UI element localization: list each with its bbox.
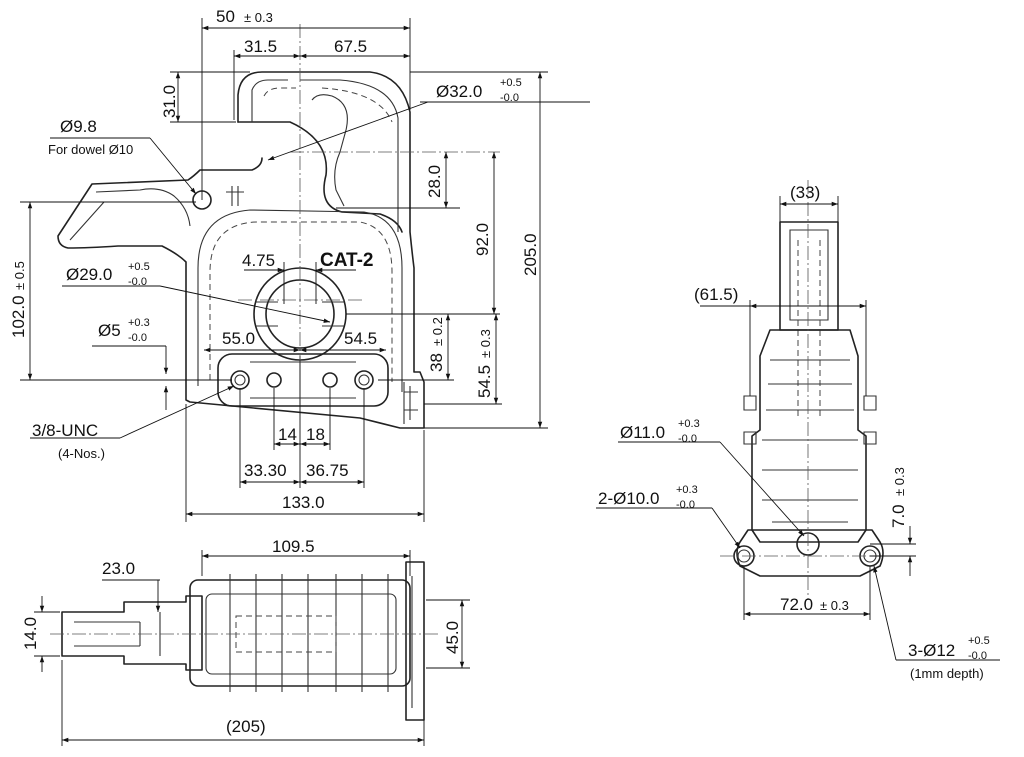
dim-205: 205.0 [521,233,540,276]
side-view: (33) (61.5) Ø11.0 +0.3 -0.0 2-Ø10.0 +0.3… [596,180,1000,681]
hole-11-label: Ø11.0 [620,423,665,442]
dim-54-5-height: 54.5 [475,365,494,398]
bore-slot [256,301,344,327]
bolt-hole-3 [322,372,338,388]
front-centerlines [238,24,500,360]
dim-28: 28.0 [425,165,444,198]
hole-12-tol-up: +0.5 [968,635,990,647]
bolt-hole-2 [266,372,282,388]
dim-72-tol: ± 0.3 [820,598,849,613]
front-hook-inner [237,121,403,233]
dim-109-5: 109.5 [272,537,315,556]
hole-5-label: Ø5 [98,321,121,340]
hole-12-note: (1mm depth) [910,666,984,681]
dim-205-len: (205) [226,717,266,736]
dim-102-tol: ± 0.5 [12,261,27,290]
dim-14-0: 14.0 [21,617,40,650]
dim-133: 133.0 [282,493,325,512]
front-dimensions [20,18,590,522]
top-body-ribs [229,574,389,692]
bore-29-label: Ø29.0 [66,265,112,284]
hole-11-tol-up: +0.3 [678,418,700,430]
side-tongue [779,221,839,331]
side-body [751,329,867,543]
bore-29-tol-dn: -0.0 [128,276,147,288]
hole-5-tol-up: +0.3 [128,317,150,329]
dim-7-tol: ± 0.3 [892,467,907,496]
side-body-lugs [743,395,877,445]
front-lug-inner [69,188,191,241]
dim-92: 92.0 [473,223,492,256]
top-view: 109.5 23.0 14.0 45.0 (205) [21,537,470,746]
top-shank [61,595,203,671]
dim-50-tol: ± 0.3 [244,10,273,25]
dim-54-5-span: 54.5 [344,329,377,348]
bore-32-tol-up: +0.5 [500,77,522,89]
hole-10-tol-dn: -0.0 [676,499,695,511]
hole-12-label: 3-Ø12 [908,641,955,660]
hole-11-tol-dn: -0.0 [678,433,697,445]
dowel-label: Ø9.8 [60,117,97,136]
front-body-outline [57,71,425,429]
dim-50: 50 [216,7,235,26]
dim-33: (33) [790,183,820,202]
dim-18: 18 [306,425,325,444]
cat-label: CAT-2 [320,250,373,271]
dim-23: 23.0 [102,559,135,578]
top-flange [405,561,425,721]
dim-45: 45.0 [443,621,462,654]
front-hook-groove [251,79,399,232]
dim-55: 55.0 [222,329,255,348]
dim-36-75: 36.75 [306,461,349,480]
dim-54-5-height-tol: ± 0.3 [478,329,493,358]
bolt-bar-ribs [250,356,356,404]
front-view: 50 ± 0.3 31.5 67.5 31.0 Ø32.0 +0.5 -0.0 … [9,7,590,522]
dim-7: 7.0 [889,504,908,528]
front-lug-step [226,186,244,206]
side-dimensions [596,196,1000,661]
dim-31-5: 31.5 [244,37,277,56]
top-body [189,579,411,687]
front-plate-hidden [209,221,393,382]
bolt-hole-4 [354,370,374,390]
hole-10-label: 2-Ø10.0 [598,489,659,508]
front-plate-inner [197,209,403,392]
dim-33-30: 33.30 [244,461,287,480]
dim-4-75: 4.75 [242,251,275,270]
front-hook-hidden [263,87,393,123]
hole-12-tol-dn: -0.0 [968,650,987,662]
thread-count: (4-Nos.) [58,446,105,461]
top-dimensions [34,550,470,746]
dim-38-tol: ± 0.2 [430,317,445,346]
front-side-flange [403,382,418,424]
dim-72: 72.0 [780,595,813,614]
side-tongue-inner [789,229,829,321]
dim-67-5: 67.5 [334,37,367,56]
bolt-hole-1-inner [234,374,246,386]
thread-label: 3/8-UNC [32,421,98,440]
bore-32-tol-dn: -0.0 [500,92,519,104]
side-body-inner [762,359,858,523]
hole-10-tol-up: +0.3 [676,484,698,496]
dim-38: 38 [427,353,446,372]
bore-32-label: Ø32.0 [436,82,482,101]
hole-5-tol-dn: -0.0 [128,332,147,344]
dim-31: 31.0 [160,85,179,118]
bore-29-tol-up: +0.5 [128,261,150,273]
dowel-note: For dowel Ø10 [48,142,133,157]
dim-102: 102.0 [9,295,28,338]
front-hook-notch [311,94,348,207]
dim-14: 14 [278,425,297,444]
side-centerline [720,180,900,600]
top-shank-inner [74,612,161,656]
bolt-hole-4-inner [358,374,370,386]
side-base [736,529,884,577]
dim-61-5: (61.5) [694,285,738,304]
